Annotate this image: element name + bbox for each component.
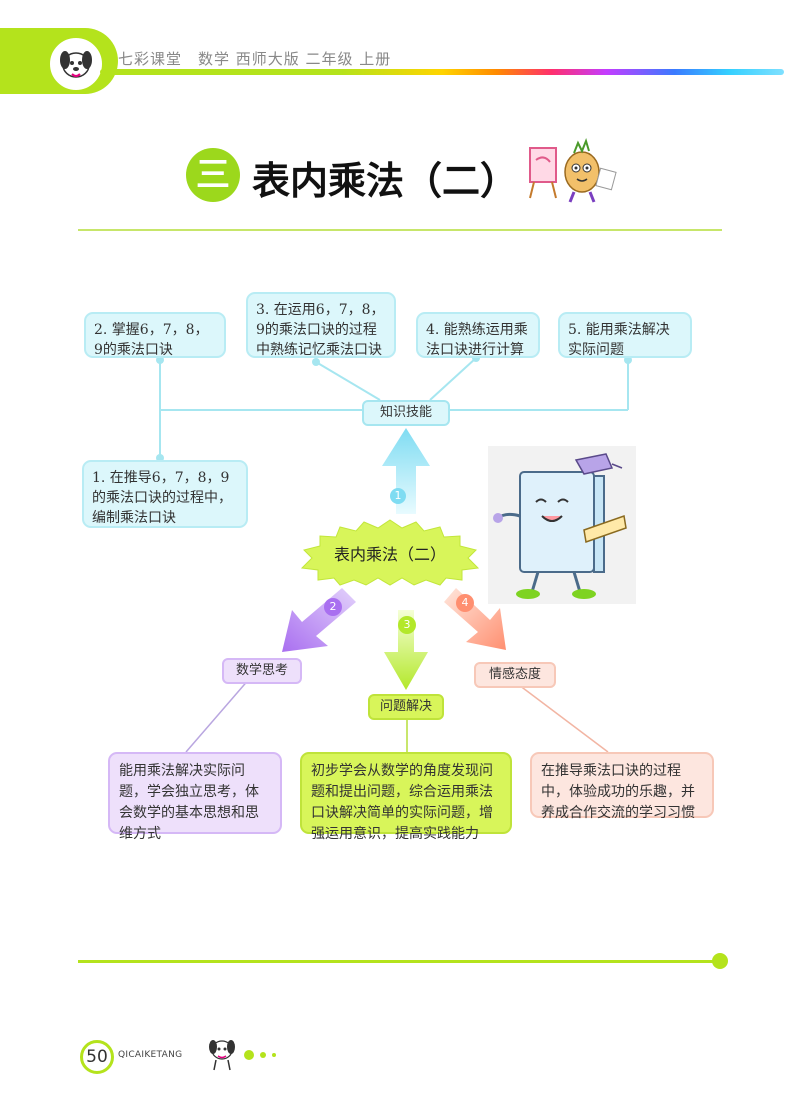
math-thinking-description: 能用乘法解决实际问题，学会独立思考，体会数学的基本思想和思维方式 [108,752,282,842]
footer-dog-mascot-icon [209,1040,235,1071]
header-rainbow-bar [100,69,784,75]
arrow-math-thinking [282,588,356,652]
arrow-up-knowledge [382,428,430,514]
attitude-tag: 情感态度 [474,662,556,688]
knowledge-item-5: 5. 能用乘法解决实际问题 [558,312,692,358]
chapter-number-badge: 三 [186,148,240,202]
arrow-problem-solving [384,610,428,690]
problem-solving-description: 初步学会从数学的角度发现问题和提出问题，综合运用乘法口诀解决简单的实际问题，增强… [300,752,512,842]
problem-solving-tag: 问题解决 [368,694,444,720]
title-divider [78,229,722,231]
knowledge-skills-tag: 知识技能 [362,400,450,426]
footer-dot-1 [244,1050,254,1060]
arrow-number-4: 4 [456,594,474,612]
arrow-number-1: 1 [390,488,406,504]
header-logo-ring [46,34,106,94]
page-number: 50 [80,1040,114,1074]
knowledge-item-3: 3. 在运用6，7，8，9的乘法口诀的过程中熟练记忆乘法口诀 [246,292,396,358]
center-topic-label: 表内乘法（二） [333,545,446,564]
chapter-title: 表内乘法（二） [252,159,519,203]
knowledge-item-2: 2. 掌握6，7，8，9的乘法口诀 [84,312,226,358]
bottom-divider [78,960,718,963]
math-thinking-tag: 数学思考 [222,658,302,684]
dog-mascot-icon [60,51,92,78]
attitude-description: 在推导乘法口诀的过程中，体验成功的乐趣，并养成合作交流的学习习惯 [530,752,714,821]
footer-dot-3 [272,1053,276,1057]
arrow-number-2: 2 [324,598,342,616]
painter-mascot-icon [529,137,617,203]
center-starburst [300,519,480,586]
arrow-number-3: 3 [398,616,416,634]
bottom-divider-dot [712,953,728,969]
footer-dot-2 [260,1052,266,1058]
book-mascot-icon [488,446,636,604]
series-title: 七彩课堂 数学 西师大版 二年级 上册 [118,50,392,68]
knowledge-item-1: 1. 在推导6，7，8，9的乘法口诀的过程中，编制乘法口诀 [82,460,248,528]
knowledge-item-4: 4. 能熟练运用乘法口诀进行计算 [416,312,540,358]
footer-brand: QICAIKETANG [118,1050,183,1060]
